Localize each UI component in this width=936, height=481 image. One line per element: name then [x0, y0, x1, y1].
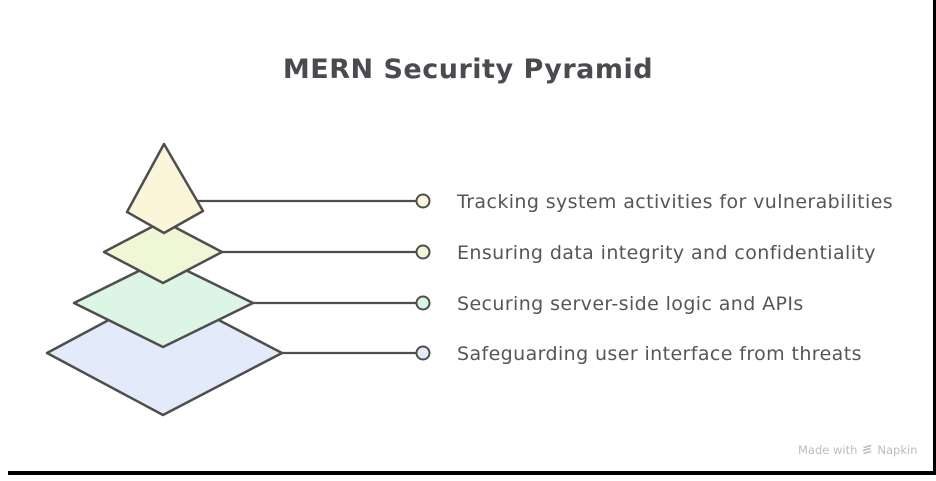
border-line-bottom: [8, 471, 936, 475]
connector-dot-4: [415, 345, 431, 361]
pyramid-layer-3: [72, 257, 255, 349]
connector-dot-2: [415, 244, 431, 260]
connector-dot-1: [415, 193, 431, 209]
watermark: Made with Napkin: [798, 443, 928, 457]
layer-label-2: Ensuring data integrity and confidential…: [457, 242, 876, 264]
pyramid-layer-4: [45, 289, 284, 417]
layer-label-4: Safeguarding user interface from threats: [457, 343, 862, 365]
napkin-logo-icon: [863, 444, 872, 455]
diagram-title: MERN Security Pyramid: [282, 54, 654, 85]
pyramid-layer-1: [125, 142, 205, 235]
pyramid-layer-2: [102, 219, 224, 285]
watermark-prefix: Made with: [798, 443, 858, 457]
layer-label-3: Securing server-side logic and APIs: [457, 293, 804, 315]
layer-label-1: Tracking system activities for vulnerabi…: [457, 191, 894, 213]
watermark-brand: Napkin: [877, 443, 918, 457]
connector-dot-3: [415, 295, 431, 311]
border-line-right: [933, 0, 936, 475]
